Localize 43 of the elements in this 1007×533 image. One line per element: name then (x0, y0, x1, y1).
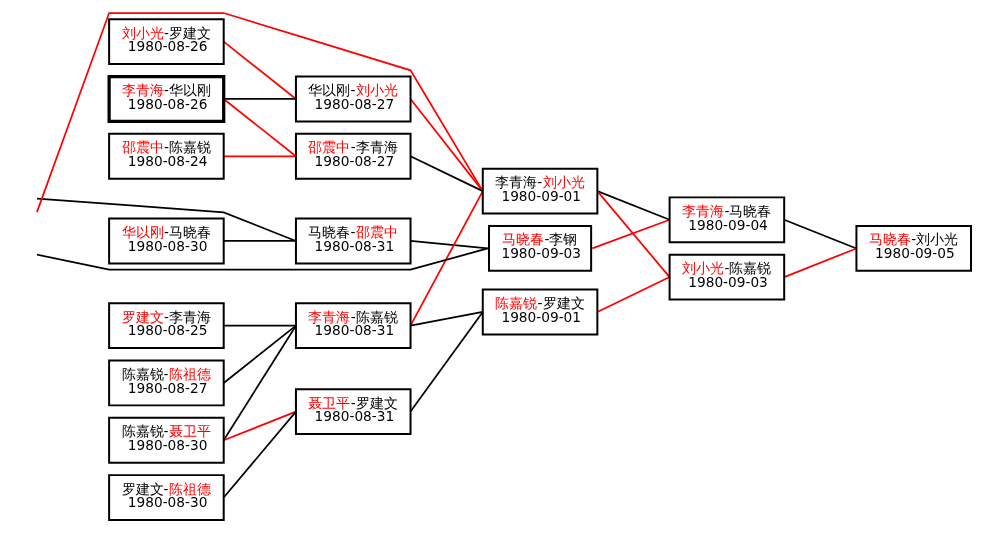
connector (591, 218, 671, 250)
connector (409, 155, 484, 192)
connector (222, 40, 297, 100)
connector (409, 240, 489, 250)
node-box: 聂卫平-罗建文 1980-08-31 (294, 388, 412, 435)
node-box: 李青海-刘小光 1980-09-01 (481, 167, 599, 215)
node-box: 刘小光-罗建文 1980-08-26 (108, 18, 225, 66)
connector (222, 324, 297, 384)
node-box: 邵震中-李青海 1980-08-27 (294, 132, 412, 180)
connector (596, 190, 671, 278)
node-box: 罗建文-陈祖德 1980-08-30 (108, 474, 225, 521)
node-box: 陈嘉锐-罗建文 1980-09-01 (481, 288, 599, 336)
node-box: 李青海-陈嘉锐 1980-08-31 (294, 302, 412, 350)
connector (596, 190, 671, 221)
node-box: 刘小光-陈嘉锐 1980-09-03 (668, 253, 786, 301)
node-box: 华以刚-马晓春 1980-08-30 (108, 217, 225, 265)
node-box: 马晓春-邵震中 1980-08-31 (294, 217, 412, 265)
node-box: 李青海-华以刚 1980-08-26 (107, 74, 226, 124)
connector (222, 240, 297, 242)
connector (409, 311, 484, 413)
connector (222, 410, 297, 499)
node-box: 陈嘉锐-聂卫平 1980-08-30 (108, 416, 225, 464)
connector (222, 410, 297, 442)
node-box: 马晓春-李钢 1980-09-03 (488, 225, 593, 272)
node-box: 马晓春-刘小光 1980-09-05 (855, 225, 972, 272)
connector (36, 197, 297, 242)
node-box: 华以刚-刘小光 1980-08-27 (294, 75, 412, 123)
connector (222, 324, 297, 442)
connector (222, 324, 297, 327)
connector (409, 190, 484, 327)
node-box: 邵震中-陈嘉锐 1980-08-24 (108, 132, 225, 180)
connector (222, 98, 297, 158)
connector (596, 276, 671, 313)
connector (783, 247, 858, 278)
node-box: 陈嘉锐-陈祖德 1980-08-27 (108, 359, 225, 407)
connector (783, 218, 858, 250)
connector (222, 155, 297, 158)
connector (409, 98, 484, 192)
connector (36, 12, 484, 214)
node-box: 李青海-马晓春 1980-09-04 (668, 196, 786, 244)
connector (409, 311, 484, 327)
connector (36, 247, 489, 271)
node-box: 罗建文-李青海 1980-08-25 (108, 302, 225, 350)
